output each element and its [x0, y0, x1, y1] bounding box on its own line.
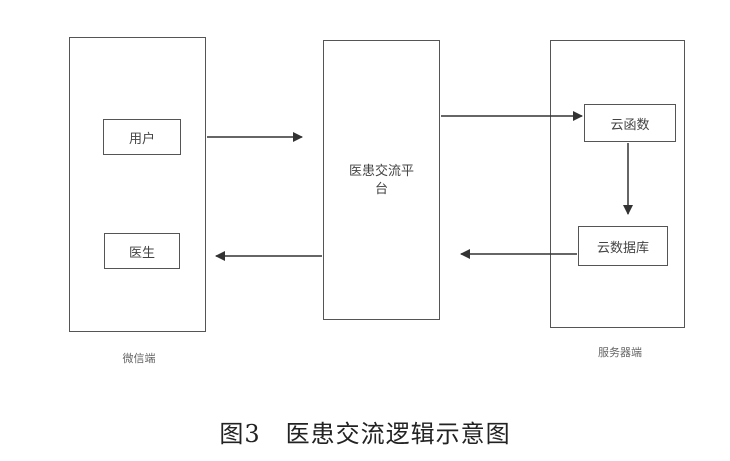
- server-caption: 服务器端: [598, 346, 642, 359]
- doctor-box: 医生: [104, 233, 180, 269]
- server-panel: [550, 40, 685, 328]
- wechat-client-caption: 微信端: [122, 352, 156, 365]
- platform-label-line2: 台: [374, 182, 388, 197]
- platform-label-line1: 医患交流平: [348, 164, 414, 179]
- cloud-function-label: 云函数: [610, 117, 650, 133]
- cloud-database-box: 云数据库: [578, 226, 668, 266]
- platform-panel: 医患交流平 台: [323, 40, 440, 320]
- platform-label: 医患交流平 台: [324, 163, 439, 199]
- figure-caption-text: 图3 医患交流逻辑示意图: [219, 420, 511, 448]
- user-box: 用户: [103, 119, 181, 155]
- wechat-client-panel: [69, 37, 206, 332]
- cloud-database-label: 云数据库: [596, 240, 649, 256]
- user-label: 用户: [128, 131, 155, 147]
- figure-caption: 图3 医患交流逻辑示意图: [0, 414, 730, 449]
- cloud-function-box: 云函数: [584, 104, 676, 142]
- doctor-label: 医生: [128, 245, 155, 261]
